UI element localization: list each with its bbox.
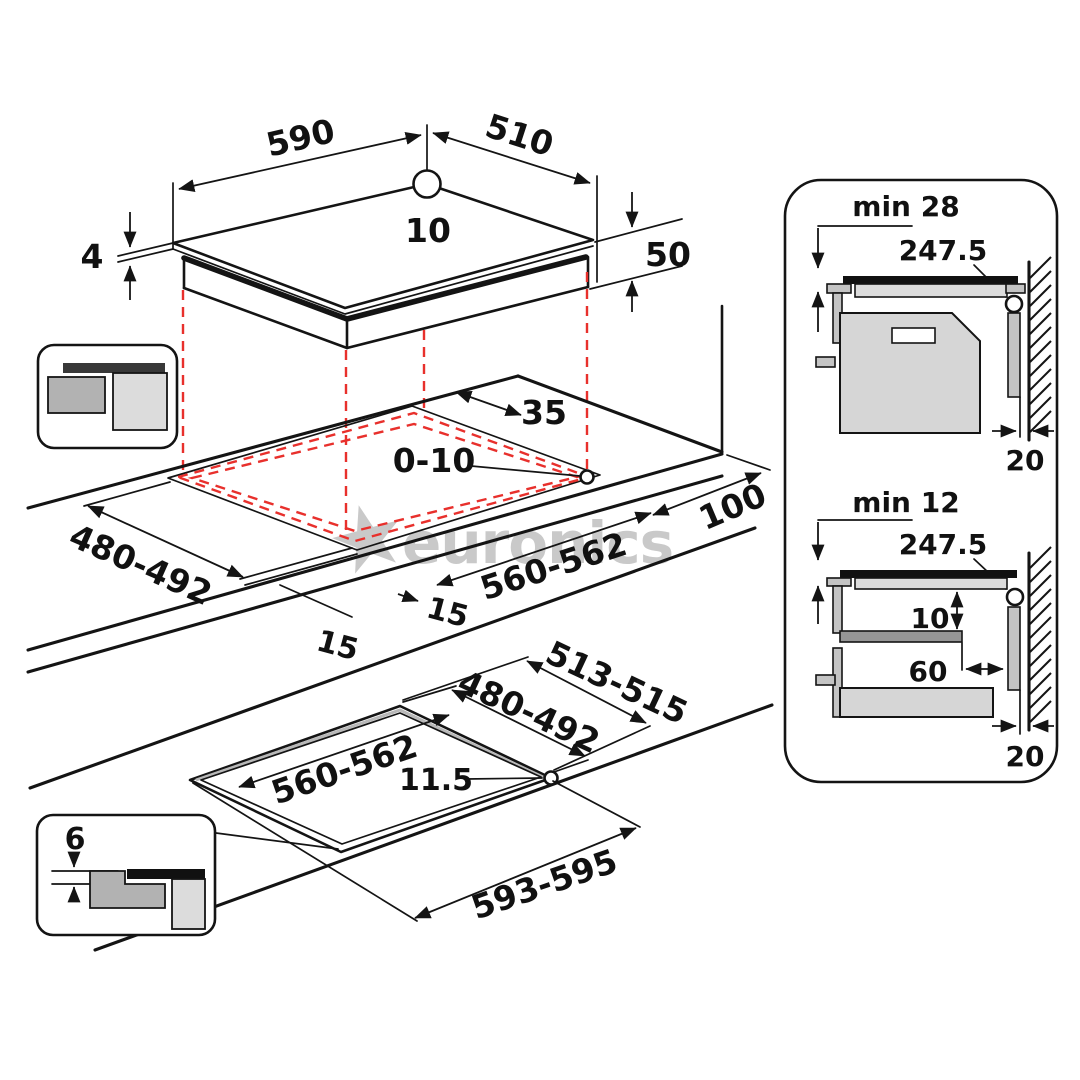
cabinet-block <box>47 376 106 414</box>
dim-560-562: 560-562 <box>266 726 422 812</box>
dim-line-480-492 <box>87 505 244 578</box>
leader-line <box>465 777 543 780</box>
ext-line <box>117 242 174 257</box>
ext-line <box>402 656 529 701</box>
dim-15-left: 15 <box>313 624 362 669</box>
separator-shelf <box>839 630 963 643</box>
cabinet-side <box>832 585 843 634</box>
label-10: 10 <box>911 602 950 635</box>
ext-line <box>594 218 683 243</box>
bracket <box>1005 283 1026 294</box>
spacer-bar <box>1007 312 1021 398</box>
detail-oven-below: min 28 247.5 <box>811 190 1054 477</box>
hole-marker <box>412 169 442 199</box>
hob-body-bar <box>854 283 1008 298</box>
worktop-bar <box>63 363 165 373</box>
projection-lines <box>181 272 589 537</box>
ext-line <box>239 547 353 580</box>
dim-line-480-492 <box>451 689 586 757</box>
drawer-body <box>839 687 994 718</box>
hob-body-block <box>171 878 206 930</box>
dim-510: 510 <box>481 106 559 164</box>
dim-line-590 <box>178 132 422 192</box>
hob-body-block <box>112 372 168 431</box>
rim-line <box>244 553 358 586</box>
label-247-5: 247.5 <box>899 234 988 267</box>
dim-50: 50 <box>645 235 691 274</box>
arrow <box>397 589 419 603</box>
dim-line-35 <box>455 391 522 416</box>
ext-line <box>402 685 457 703</box>
ext-line <box>552 780 641 828</box>
dim-line-100 <box>652 472 762 516</box>
dim-10: 10 <box>405 211 451 250</box>
ext-line <box>83 481 171 507</box>
dim-35: 35 <box>521 393 567 432</box>
dim-593-595: 593-595 <box>466 841 622 927</box>
ext-line <box>192 782 418 922</box>
dim-line-560-562 <box>436 511 652 587</box>
inset-frame <box>35 813 217 937</box>
bracket <box>826 577 852 587</box>
hob-body-bar <box>854 577 1008 590</box>
wall-hatching <box>1029 546 1052 723</box>
glass-edge <box>172 245 594 315</box>
ext-line <box>553 725 651 771</box>
detail-shelf-below: min 12 247.5 10 60 <box>811 486 1054 773</box>
oven-display <box>891 327 936 344</box>
rebated-worktop-block <box>89 870 166 909</box>
label-60: 60 <box>909 655 948 688</box>
bracket <box>815 356 836 368</box>
dim-11-5: 11.5 <box>399 763 473 798</box>
glass-bar <box>840 570 1017 578</box>
connector-marker <box>1005 587 1025 607</box>
dim-line-513-515 <box>526 660 647 724</box>
leader-line <box>279 584 353 618</box>
ext-line <box>589 265 683 290</box>
ext-line <box>726 454 771 471</box>
label-min-28: min 28 <box>852 190 959 223</box>
ext-line <box>117 248 174 263</box>
worktop-right-edge <box>516 374 724 454</box>
label-min-12: min 12 <box>852 486 959 519</box>
dim-line-593-595 <box>414 827 637 919</box>
spacer-bar <box>1007 606 1021 691</box>
worktop-back-edge <box>26 374 520 510</box>
dim-15-front: 15 <box>423 591 472 636</box>
clearance-panel: min 28 247.5 <box>783 178 1059 784</box>
cutout-dashed-inner <box>187 422 582 533</box>
label-247-5: 247.5 <box>899 528 988 561</box>
glass-bar <box>843 276 1018 284</box>
cutout-outline <box>167 405 601 551</box>
glass-bar <box>127 869 205 879</box>
connector-marker <box>1004 294 1024 314</box>
leader-line <box>470 465 581 477</box>
dim-100: 100 <box>693 475 772 538</box>
worktop-back-edge <box>28 526 757 790</box>
label-20: 20 <box>1006 740 1045 773</box>
hob-glass-top <box>171 182 595 310</box>
ext-line <box>553 759 589 773</box>
worktop-front-edge <box>26 452 724 652</box>
reveal-marker <box>579 469 595 485</box>
dim-line-510 <box>432 131 591 185</box>
dim-6: 6 <box>65 822 86 857</box>
bracket <box>815 674 836 686</box>
dim-0-10: 0-10 <box>393 441 476 480</box>
worktop-thickness-edge <box>26 474 724 674</box>
oven-body <box>839 312 981 434</box>
dim-line-560-562 <box>238 713 450 789</box>
dim-4: 4 <box>81 237 104 276</box>
label-20: 20 <box>1006 444 1045 477</box>
flush-mount-inset: 6 <box>35 813 217 937</box>
surface-mount-inset <box>36 343 179 450</box>
bracket <box>826 283 852 294</box>
leader-line <box>215 832 339 850</box>
hob-top-view: 590 510 10 4 50 <box>81 106 691 350</box>
